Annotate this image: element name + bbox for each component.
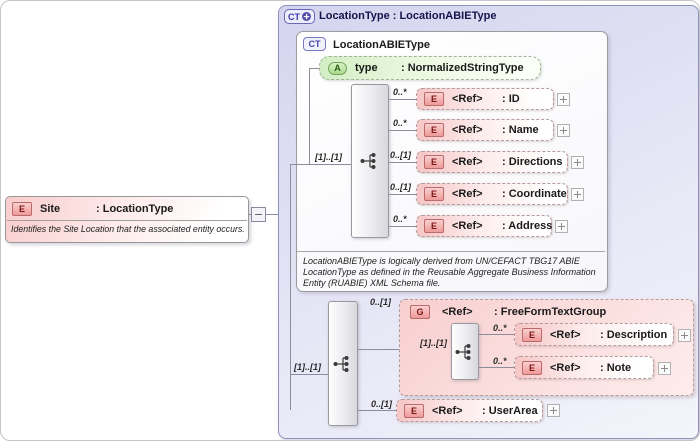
collapse-icon[interactable]: [251, 207, 266, 222]
connector-line: [389, 99, 416, 100]
basetype-annotation: LocationABIEType is logically derived fr…: [303, 256, 596, 288]
connector-line: [358, 410, 396, 411]
element-ref-address[interactable]: E <Ref> : Address: [416, 215, 552, 237]
element-badge: E: [424, 155, 444, 169]
element-type-label: : Name: [502, 124, 539, 136]
basetype-title: LocationABIEType: [333, 39, 430, 51]
element-type-label: : Directions: [502, 156, 563, 168]
element-type-label: : Address: [502, 220, 553, 232]
site-type: : LocationType: [96, 202, 174, 215]
attribute-type[interactable]: A type : NormalizedStringType: [319, 56, 541, 80]
group-ref-label: <Ref>: [442, 306, 473, 318]
cardinality-label: 0..*: [393, 118, 407, 128]
element-ref-label: <Ref>: [452, 156, 483, 168]
element-type-label: : Coordinate: [502, 188, 567, 200]
expand-icon[interactable]: [547, 404, 560, 417]
element-ref-label: <Ref>: [432, 404, 463, 417]
site-name: Site: [40, 202, 61, 215]
expand-icon[interactable]: [555, 220, 568, 233]
complextype-badge: CT: [303, 37, 326, 51]
cardinality-label: [1]..[1]: [315, 152, 342, 162]
connector-line: [389, 226, 416, 227]
cardinality-label: [1]..[1]: [420, 338, 447, 348]
element-badge: E: [424, 187, 444, 201]
connector-line: [290, 164, 291, 410]
element-ref-label: <Ref>: [550, 361, 581, 374]
complextype-derived-badge: CT: [284, 9, 315, 24]
site-annotation: Identifies the Site Location that the as…: [11, 224, 245, 234]
sequence-compositor[interactable]: [328, 301, 358, 426]
expand-icon[interactable]: [557, 124, 570, 137]
element-ref-description[interactable]: E <Ref> : Description: [514, 323, 674, 346]
cardinality-label: 0..[1]: [390, 182, 412, 192]
cardinality-label: 0..*: [393, 214, 407, 224]
element-badge: E: [424, 123, 444, 137]
element-ref-label: <Ref>: [452, 124, 483, 136]
element-type-label: : UserArea: [482, 404, 538, 417]
element-type-label: : Description: [600, 328, 668, 341]
expand-icon[interactable]: [658, 362, 671, 375]
element-badge: E: [522, 327, 542, 342]
element-ref-name[interactable]: E <Ref> : Name: [416, 119, 554, 141]
element-ref-coordinate[interactable]: E <Ref> : Coordinate: [416, 183, 568, 205]
element-ref-label: <Ref>: [550, 328, 581, 341]
expand-icon[interactable]: [571, 188, 584, 201]
sequence-icon: [455, 343, 471, 360]
element-ref-label: <Ref>: [452, 220, 483, 232]
group-freeformtextgroup[interactable]: G <Ref> : FreeFormTextGroup: [399, 299, 694, 396]
element-ref-label: <Ref>: [452, 93, 483, 105]
connector-line: [309, 68, 310, 164]
sequence-icon: [360, 153, 376, 169]
group-type-label: : FreeFormTextGroup: [494, 306, 607, 318]
element-badge: E: [424, 219, 444, 233]
element-badge: E: [12, 201, 32, 216]
connector-line: [247, 214, 290, 215]
connector-line: [389, 130, 416, 131]
element-ref-userarea[interactable]: E <Ref> : UserArea: [396, 399, 543, 422]
element-ref-note[interactable]: E <Ref> : Note: [514, 356, 654, 379]
cardinality-label: 0..[1]: [390, 150, 412, 160]
element-ref-directions[interactable]: E <Ref> : Directions: [416, 151, 568, 173]
divider: [7, 220, 247, 221]
connector-line: [479, 334, 514, 335]
connector-line: [389, 162, 416, 163]
element-badge: E: [424, 92, 444, 106]
element-ref-id[interactable]: E <Ref> : ID: [416, 88, 554, 110]
attribute-badge: A: [328, 61, 347, 75]
expand-icon[interactable]: [571, 156, 584, 169]
cardinality-label: 0..*: [493, 356, 507, 366]
panel-title: LocationType : LocationABIEType: [319, 10, 497, 22]
element-type-label: : Note: [600, 361, 632, 374]
cardinality-label: 0..*: [493, 323, 507, 333]
sequence-icon: [333, 355, 349, 372]
group-badge: G: [410, 305, 430, 319]
cardinality-label: 0..[1]: [371, 399, 393, 409]
expand-icon[interactable]: [557, 93, 570, 106]
divider: [297, 251, 605, 252]
sequence-compositor[interactable]: [351, 84, 389, 238]
element-type-label: : ID: [502, 93, 520, 105]
cardinality-label: 0..*: [393, 87, 407, 97]
connector-line: [479, 367, 514, 368]
attribute-name: type: [355, 62, 378, 74]
cardinality-label: 0..[1]: [370, 297, 392, 307]
element-ref-label: <Ref>: [452, 188, 483, 200]
cardinality-label: [1]..[1]: [294, 362, 321, 372]
expand-icon[interactable]: [678, 329, 691, 342]
connector-line: [290, 164, 351, 165]
connector-line: [309, 68, 319, 69]
sequence-compositor[interactable]: [451, 323, 479, 380]
element-badge: E: [522, 360, 542, 375]
connector-line: [290, 374, 328, 375]
ct-badge-label: CT: [288, 11, 300, 22]
attribute-type-label: : NormalizedStringType: [401, 62, 524, 74]
connector-line: [389, 194, 416, 195]
site-element[interactable]: E Site : LocationType Identifies the Sit…: [5, 196, 249, 243]
element-badge: E: [404, 403, 424, 418]
plus-circle-icon: [302, 12, 311, 21]
